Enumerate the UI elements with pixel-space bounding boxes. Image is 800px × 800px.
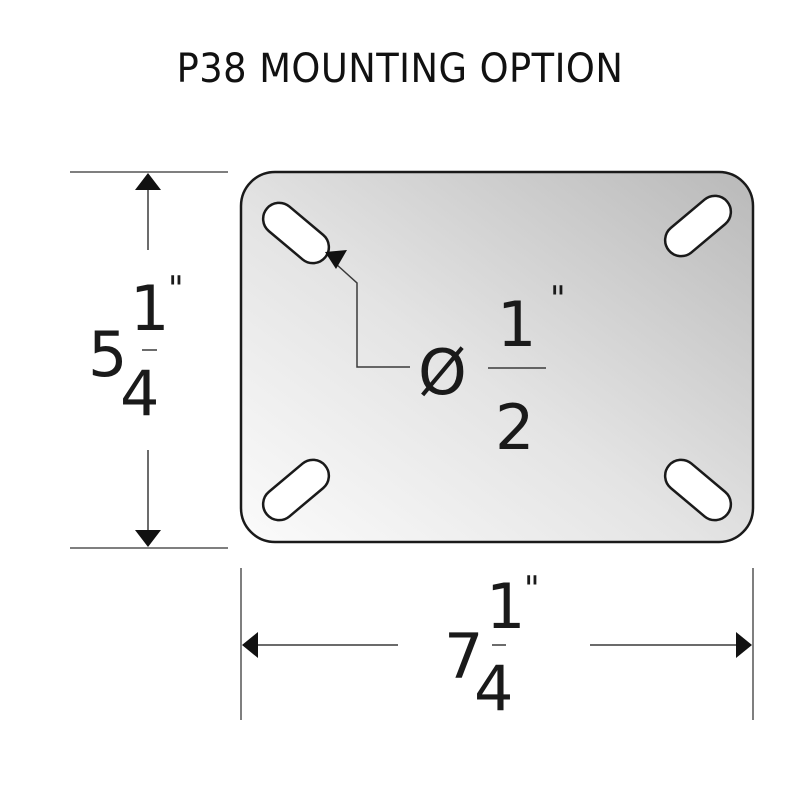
height-whole: 5	[88, 318, 127, 391]
width-denominator: 4	[474, 652, 513, 725]
slot-bottom-right	[663, 458, 733, 522]
arrow-left-icon	[242, 632, 258, 658]
arrow-down-icon	[135, 530, 161, 547]
arrow-right-icon	[736, 632, 752, 658]
hole-diameter-label: Ø 1 2 "	[418, 279, 566, 464]
height-numerator: 1	[130, 272, 169, 345]
width-numerator: 1	[486, 570, 525, 643]
diagram-title: P38 MOUNTING OPTION	[176, 46, 624, 92]
diameter-symbol: Ø	[418, 336, 467, 409]
width-unit: "	[524, 569, 540, 609]
width-dimension: 7 1 4 "	[240, 568, 754, 725]
height-denominator: 4	[120, 357, 159, 430]
arrow-up-icon	[135, 173, 161, 190]
width-whole: 7	[444, 620, 483, 693]
diameter-unit: "	[550, 279, 566, 319]
diameter-denominator: 2	[495, 391, 534, 464]
height-dimension: 5 1 4 "	[70, 171, 228, 549]
height-unit: "	[168, 269, 184, 309]
leader-arrowhead-icon	[325, 250, 347, 269]
diameter-numerator: 1	[497, 288, 536, 361]
slot-bottom-left	[261, 458, 331, 522]
slot-top-right	[663, 194, 733, 258]
mounting-plate	[239, 170, 755, 544]
hole-leader-line	[325, 250, 410, 368]
slot-top-left	[261, 201, 331, 265]
